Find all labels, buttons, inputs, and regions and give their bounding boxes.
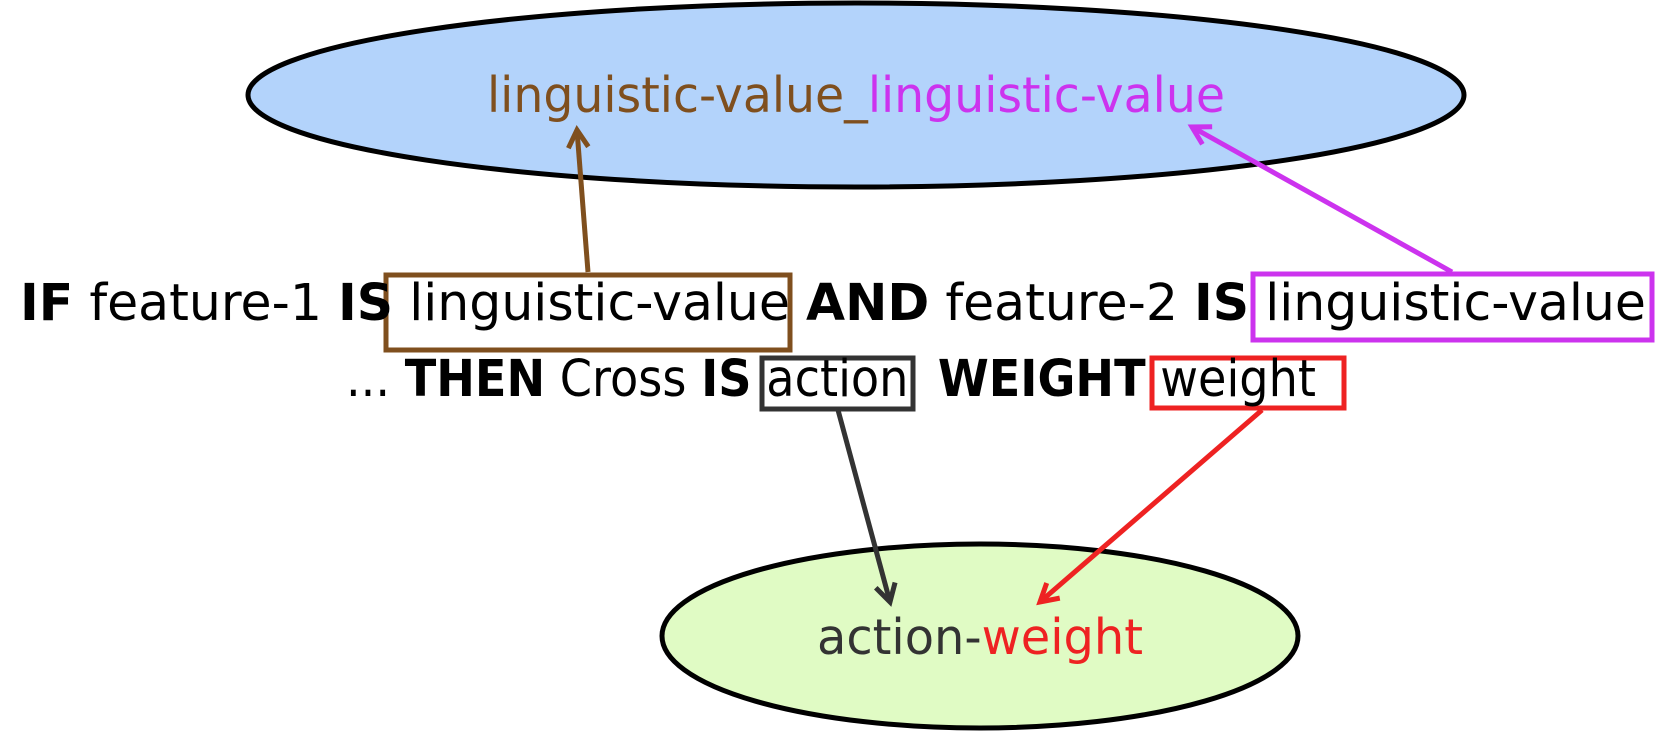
top-ellipse-label: linguistic-value_linguistic-value: [487, 67, 1225, 124]
bottom-ellipse-label: action-weight: [817, 609, 1143, 666]
action-label: action: [766, 350, 908, 409]
rule-line-1: IF feature-1 IS linguistic-value AND fea…: [20, 274, 1646, 333]
keyword-and: AND: [806, 274, 929, 333]
keyword-then: THEN: [405, 350, 545, 409]
bottom-label-part1: action: [817, 609, 964, 666]
box-linguistic-value-2: [1250, 271, 1655, 343]
weight-label: weight: [1160, 350, 1316, 409]
box-weight: [1149, 355, 1347, 411]
keyword-is-3: IS: [701, 350, 751, 409]
rule-line-2: ... THEN Cross IS action WEIGHT weight: [346, 350, 1316, 409]
arrow-action-to-bottom: [835, 409, 898, 607]
linguistic-value-2: linguistic-value: [1265, 274, 1646, 333]
keyword-is-1: IS: [338, 274, 393, 333]
bottom-label-part2: weight: [982, 609, 1143, 666]
keyword-weight: WEIGHT: [938, 350, 1146, 409]
box-linguistic-value-1: [383, 272, 793, 353]
arrow-value2-to-top: [1187, 124, 1454, 275]
top-label-part2: linguistic-value: [868, 67, 1225, 124]
feature-2-label: feature-2: [945, 274, 1178, 333]
target-label: Cross: [560, 350, 687, 409]
linguistic-value-1: linguistic-value: [409, 274, 790, 333]
top-label-separator: _: [843, 67, 868, 124]
keyword-is-2: IS: [1194, 274, 1249, 333]
arrow-value1-to-top: [566, 124, 591, 273]
bottom-ellipse: [659, 541, 1301, 731]
top-label-part1: linguistic-value: [487, 67, 844, 124]
feature-1-label: feature-1: [89, 274, 322, 333]
box-action: [759, 355, 916, 412]
top-ellipse: [245, 0, 1467, 190]
arrow-weight-to-bottom: [1036, 408, 1264, 606]
keyword-if: IF: [20, 274, 73, 333]
bottom-label-separator: -: [964, 609, 981, 666]
ellipsis: ...: [346, 350, 390, 409]
